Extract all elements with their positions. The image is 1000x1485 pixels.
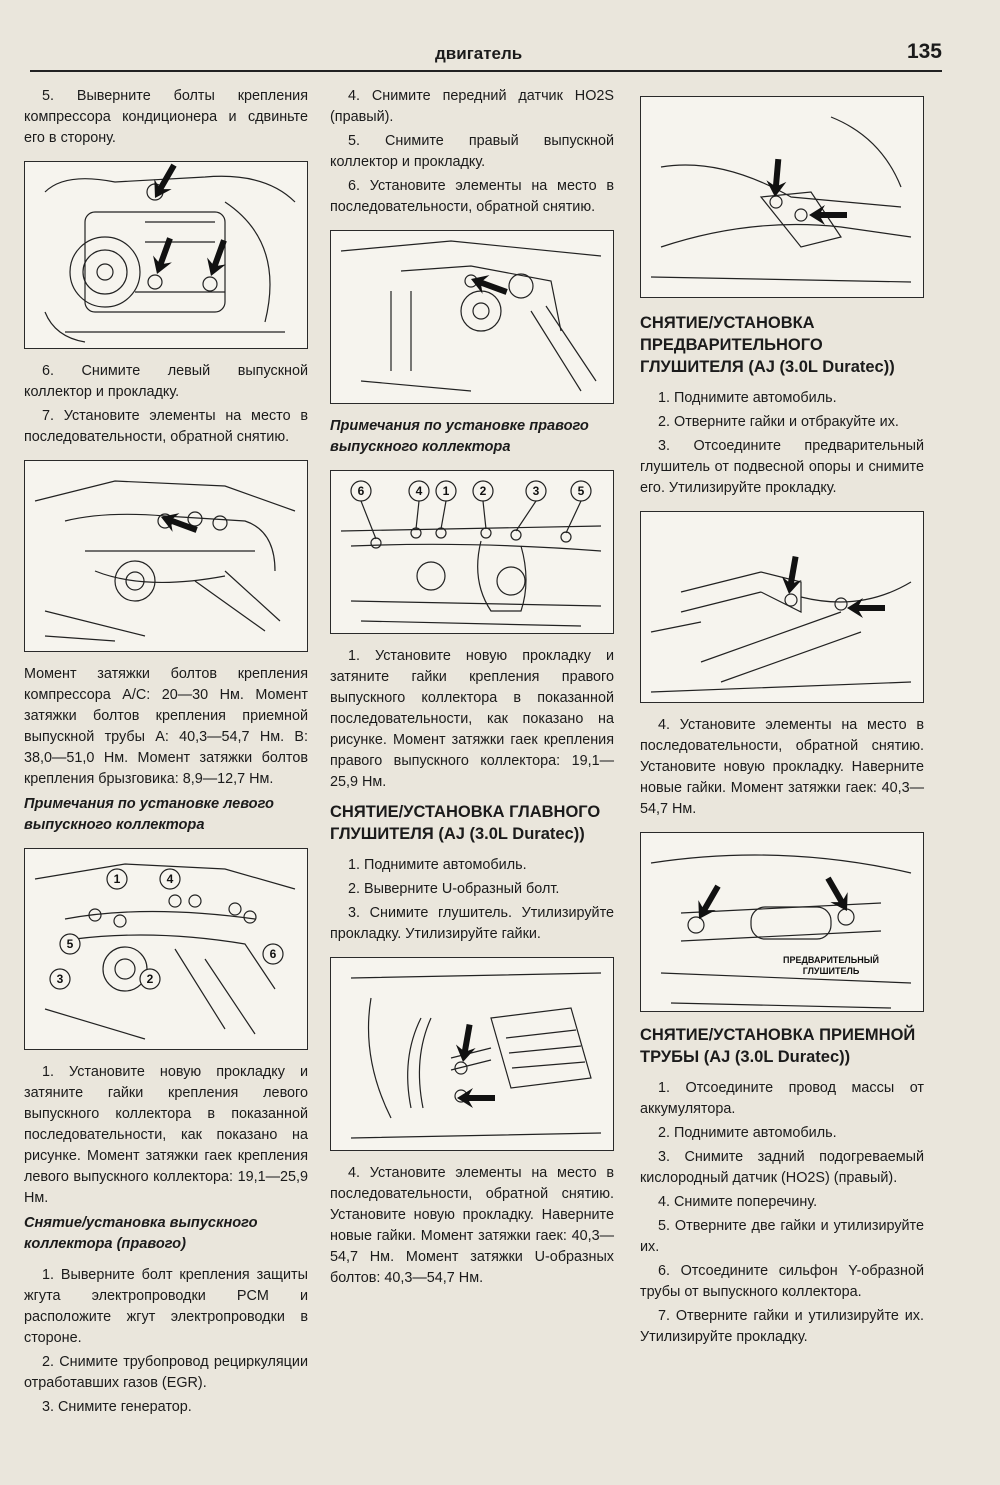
step-text: 4. Установите элементы на место в послед… [330,1165,614,1286]
step-text: 4. Снимите передний датчик HO2S (правый)… [330,88,614,125]
torque-text: Момент затяжки болтов крепления компресс… [24,666,308,787]
sequence-number: 6 [358,484,365,498]
step-text: 5. Отверните две гайки и утилизируйте их… [640,1218,924,1255]
sequence-number: 4 [416,484,423,498]
step-text: 5. Снимите правый выпускной коллектор и … [330,133,614,170]
step-text: 1. Установите новую прокладку и затяните… [330,648,614,790]
page-header: двигатель 135 [30,38,942,72]
step-text: 2. Отверните гайки и отбракуйте их. [658,414,899,430]
step-text: 3. Отсоедините предварительный глушитель… [640,438,924,496]
step-text: 1. Установите новую прокладку и затяните… [24,1064,308,1206]
step-text: 1. Выверните болт крепления защиты жгута… [24,1267,308,1346]
step-text: 1. Поднимите автомобиль. [658,390,837,406]
step-text: 4. Установите элементы на место в послед… [640,717,924,817]
step-text: 3. Снимите генератор. [42,1399,192,1415]
step-text: 2. Снимите трубопровод рециркуляции отра… [24,1354,308,1391]
notes-right-manifold-heading: Примечания по установке правого выпускно… [330,418,589,455]
step-text: 7. Установите элементы на место в послед… [24,408,308,445]
sequence-number: 1 [114,872,121,886]
figure-premuffler-removal [640,511,924,703]
sequence-number: 5 [67,937,74,951]
column-2: 4. Снимите передний датчик HO2S (правый)… [330,86,614,1292]
step-text: 1. Отсоедините провод массы от аккумулят… [640,1080,924,1117]
step-text: 6. Отсоедините сильфон Y-образной трубы … [640,1263,924,1300]
figure-premuffler-top [640,96,924,298]
step-text: 1. Поднимите автомобиль. [348,857,527,873]
figure-main-muffler [330,957,614,1151]
figure-left-manifold-sequence: 1 2 3 4 5 6 [24,848,308,1050]
sequence-number: 3 [57,972,64,986]
notes-left-manifold-heading: Примечания по установке левого выпускног… [24,796,274,833]
column-1: 5. Выверните болты крепления компрессора… [24,86,308,1421]
step-text: 3. Снимите задний подогреваемый кислород… [640,1149,924,1186]
step-text: 5. Выверните болты крепления компрессора… [24,88,308,146]
column-3: СНЯТИЕ/УСТАНОВКА ПРЕДВАРИТЕЛЬНОГО ГЛУШИТ… [640,96,924,1351]
step-text: 2. Поднимите автомобиль. [658,1125,837,1141]
sequence-number: 5 [578,484,585,498]
sequence-number: 1 [443,484,450,498]
step-text: 2. Выверните U-образный болт. [348,881,560,897]
inlet-pipe-heading: СНЯТИЕ/УСТАНОВКА ПРИЕМНОЙ ТРУБЫ (AJ (3.0… [640,1026,916,1066]
figure-label: ГЛУШИТЕЛЬ [803,966,860,976]
sequence-number: 2 [480,484,487,498]
section-title: двигатель [435,44,523,63]
sequence-number: 2 [147,972,154,986]
sequence-number: 3 [533,484,540,498]
figure-label: ПРЕДВАРИТЕЛЬНЫЙ [783,954,879,965]
step-text: 6. Снимите левый выпускной коллектор и п… [24,363,308,400]
figure-premuffler-location: ПРЕДВАРИТЕЛЬНЫЙ ГЛУШИТЕЛЬ [640,832,924,1012]
figure-ac-compressor [24,161,308,349]
page-number: 135 [906,40,942,63]
main-muffler-heading: СНЯТИЕ/УСТАНОВКА ГЛАВНОГО ГЛУШИТЕЛЯ (AJ … [330,803,601,843]
figure-ho2s-sensor [330,230,614,404]
sequence-number: 4 [167,872,174,886]
step-text: 7. Отверните гайки и утилизируйте их. Ут… [640,1308,924,1345]
step-text: 3. Снимите глушитель. Утилизируйте прокл… [330,905,614,942]
figure-left-manifold [24,460,308,652]
step-text: 6. Установите элементы на место в послед… [330,178,614,215]
sequence-number: 6 [270,947,277,961]
right-manifold-removal-heading: Снятие/установка выпускного коллектора (… [24,1215,258,1252]
figure-right-manifold-sequence: 6 4 1 2 3 5 [330,470,614,634]
step-text: 4. Снимите поперечину. [658,1194,818,1210]
premuffler-heading: СНЯТИЕ/УСТАНОВКА ПРЕДВАРИТЕЛЬНОГО ГЛУШИТ… [640,314,895,376]
